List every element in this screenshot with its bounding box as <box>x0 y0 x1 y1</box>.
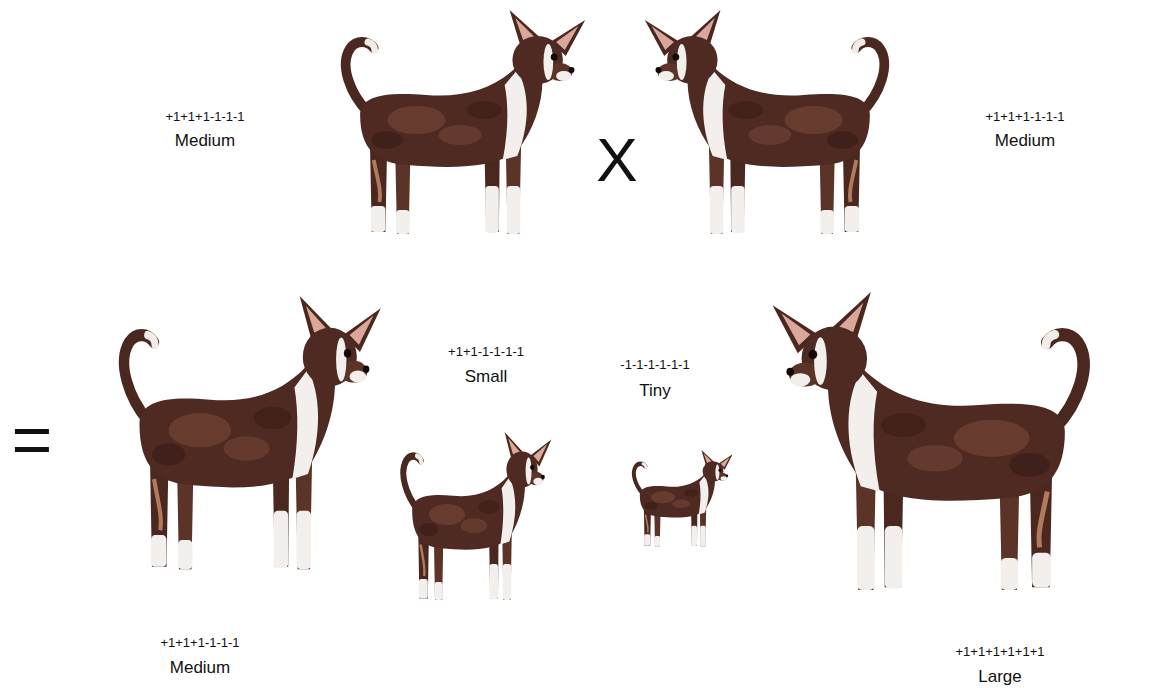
size-label: Small <box>465 368 508 387</box>
size-label: Tiny <box>639 382 671 401</box>
genotype-label: +1+1+1-1-1-1 <box>160 636 239 650</box>
dog-illustration <box>645 10 884 234</box>
size-label: Medium <box>175 132 235 151</box>
genotype-label: -1-1-1-1-1-1 <box>620 358 689 372</box>
size-label: Medium <box>170 659 230 678</box>
genotype-label: +1+1-1-1-1-1 <box>448 345 524 359</box>
genotype-label: +1+1+1-1-1-1 <box>985 110 1064 124</box>
genotype-label: +1+1+1+1+1+1 <box>956 645 1045 659</box>
size-label: Large <box>978 667 1021 686</box>
dog-illustration <box>403 432 551 600</box>
size-label: Medium <box>995 132 1055 151</box>
genotype-label: +1+1+1-1-1-1 <box>165 110 244 124</box>
dog-illustration <box>346 10 585 234</box>
dog-illustration <box>773 292 1084 590</box>
dog-illustration <box>634 450 733 546</box>
equals-symbol: = <box>12 402 53 479</box>
dog-illustration <box>124 296 381 569</box>
cross-symbol: X <box>596 126 637 194</box>
